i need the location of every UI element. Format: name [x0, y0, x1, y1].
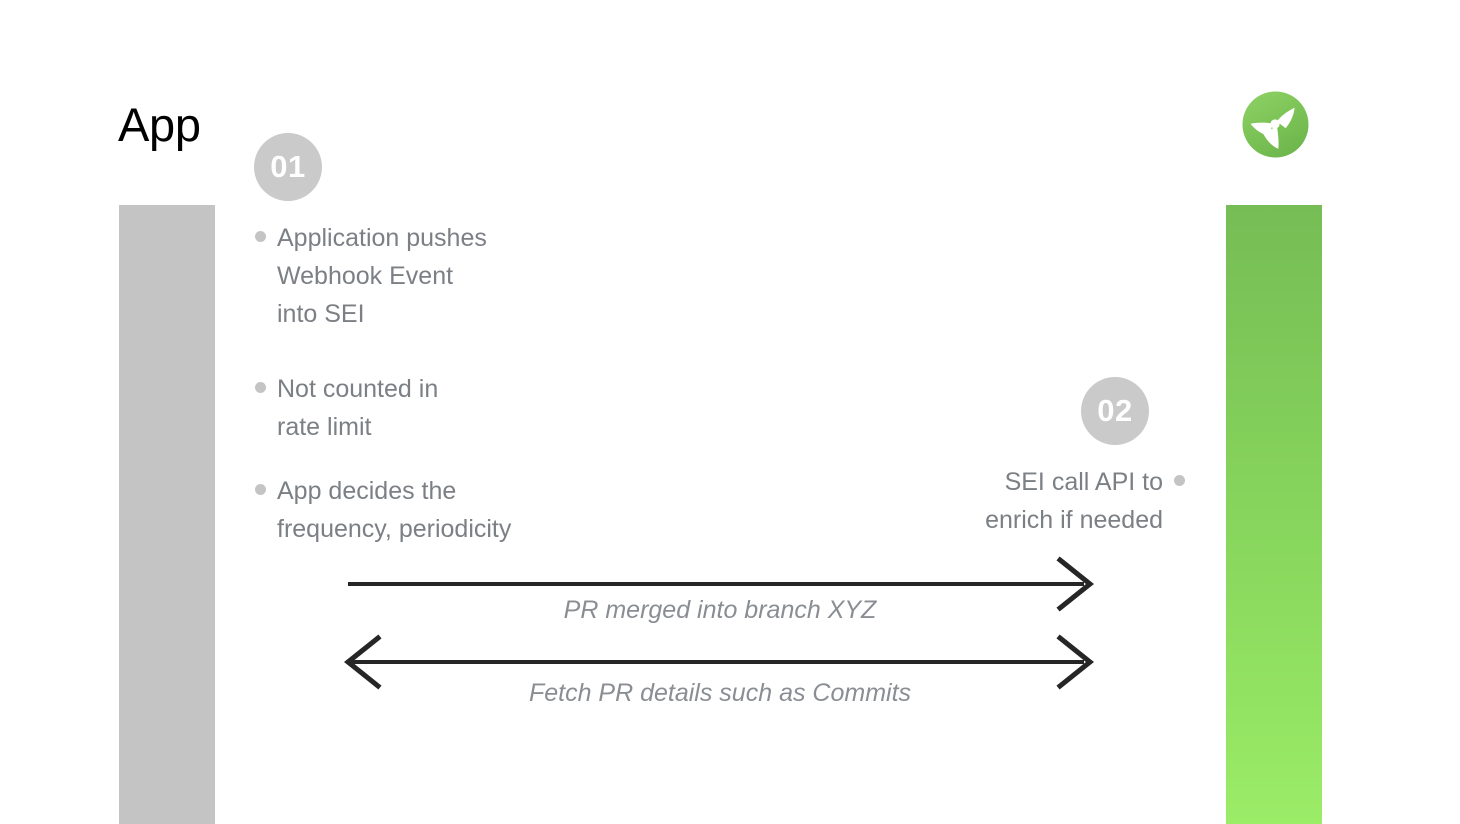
- propeller-logo: [1241, 90, 1310, 159]
- list-item: SEI call API to enrich if needed: [900, 463, 1185, 539]
- step-badge-02: 02: [1081, 377, 1149, 445]
- bullet-text: Application pushes Webhook Event into SE…: [277, 224, 487, 328]
- bullet-text: Not counted in rate limit: [277, 375, 439, 441]
- list-item: Not counted in rate limit: [255, 370, 511, 446]
- left-bullet-group-2: Not counted in rate limit App decides th…: [255, 370, 511, 548]
- right-bullet-group-1: SEI call API to enrich if needed: [900, 463, 1185, 539]
- bullet-text: App decides the frequency, periodicity: [277, 477, 512, 543]
- step-badge-01: 01: [254, 133, 322, 201]
- bullet-dot-icon: [255, 231, 266, 242]
- right-actor-lane: [1226, 205, 1322, 824]
- list-item: Application pushes Webhook Event into SE…: [255, 219, 487, 333]
- bullet-dot-icon: [1174, 475, 1185, 486]
- bullet-dot-icon: [255, 382, 266, 393]
- bullet-dot-icon: [255, 484, 266, 495]
- list-item: App decides the frequency, periodicity: [255, 472, 511, 548]
- message-label-2: Fetch PR details such as Commits: [528, 679, 912, 707]
- left-actor-lane: [119, 205, 215, 824]
- bullet-text: SEI call API to enrich if needed: [985, 468, 1163, 534]
- left-bullet-group-1: Application pushes Webhook Event into SE…: [255, 219, 487, 333]
- message-label-1: PR merged into branch XYZ: [563, 596, 877, 624]
- left-actor-title: App: [118, 98, 201, 151]
